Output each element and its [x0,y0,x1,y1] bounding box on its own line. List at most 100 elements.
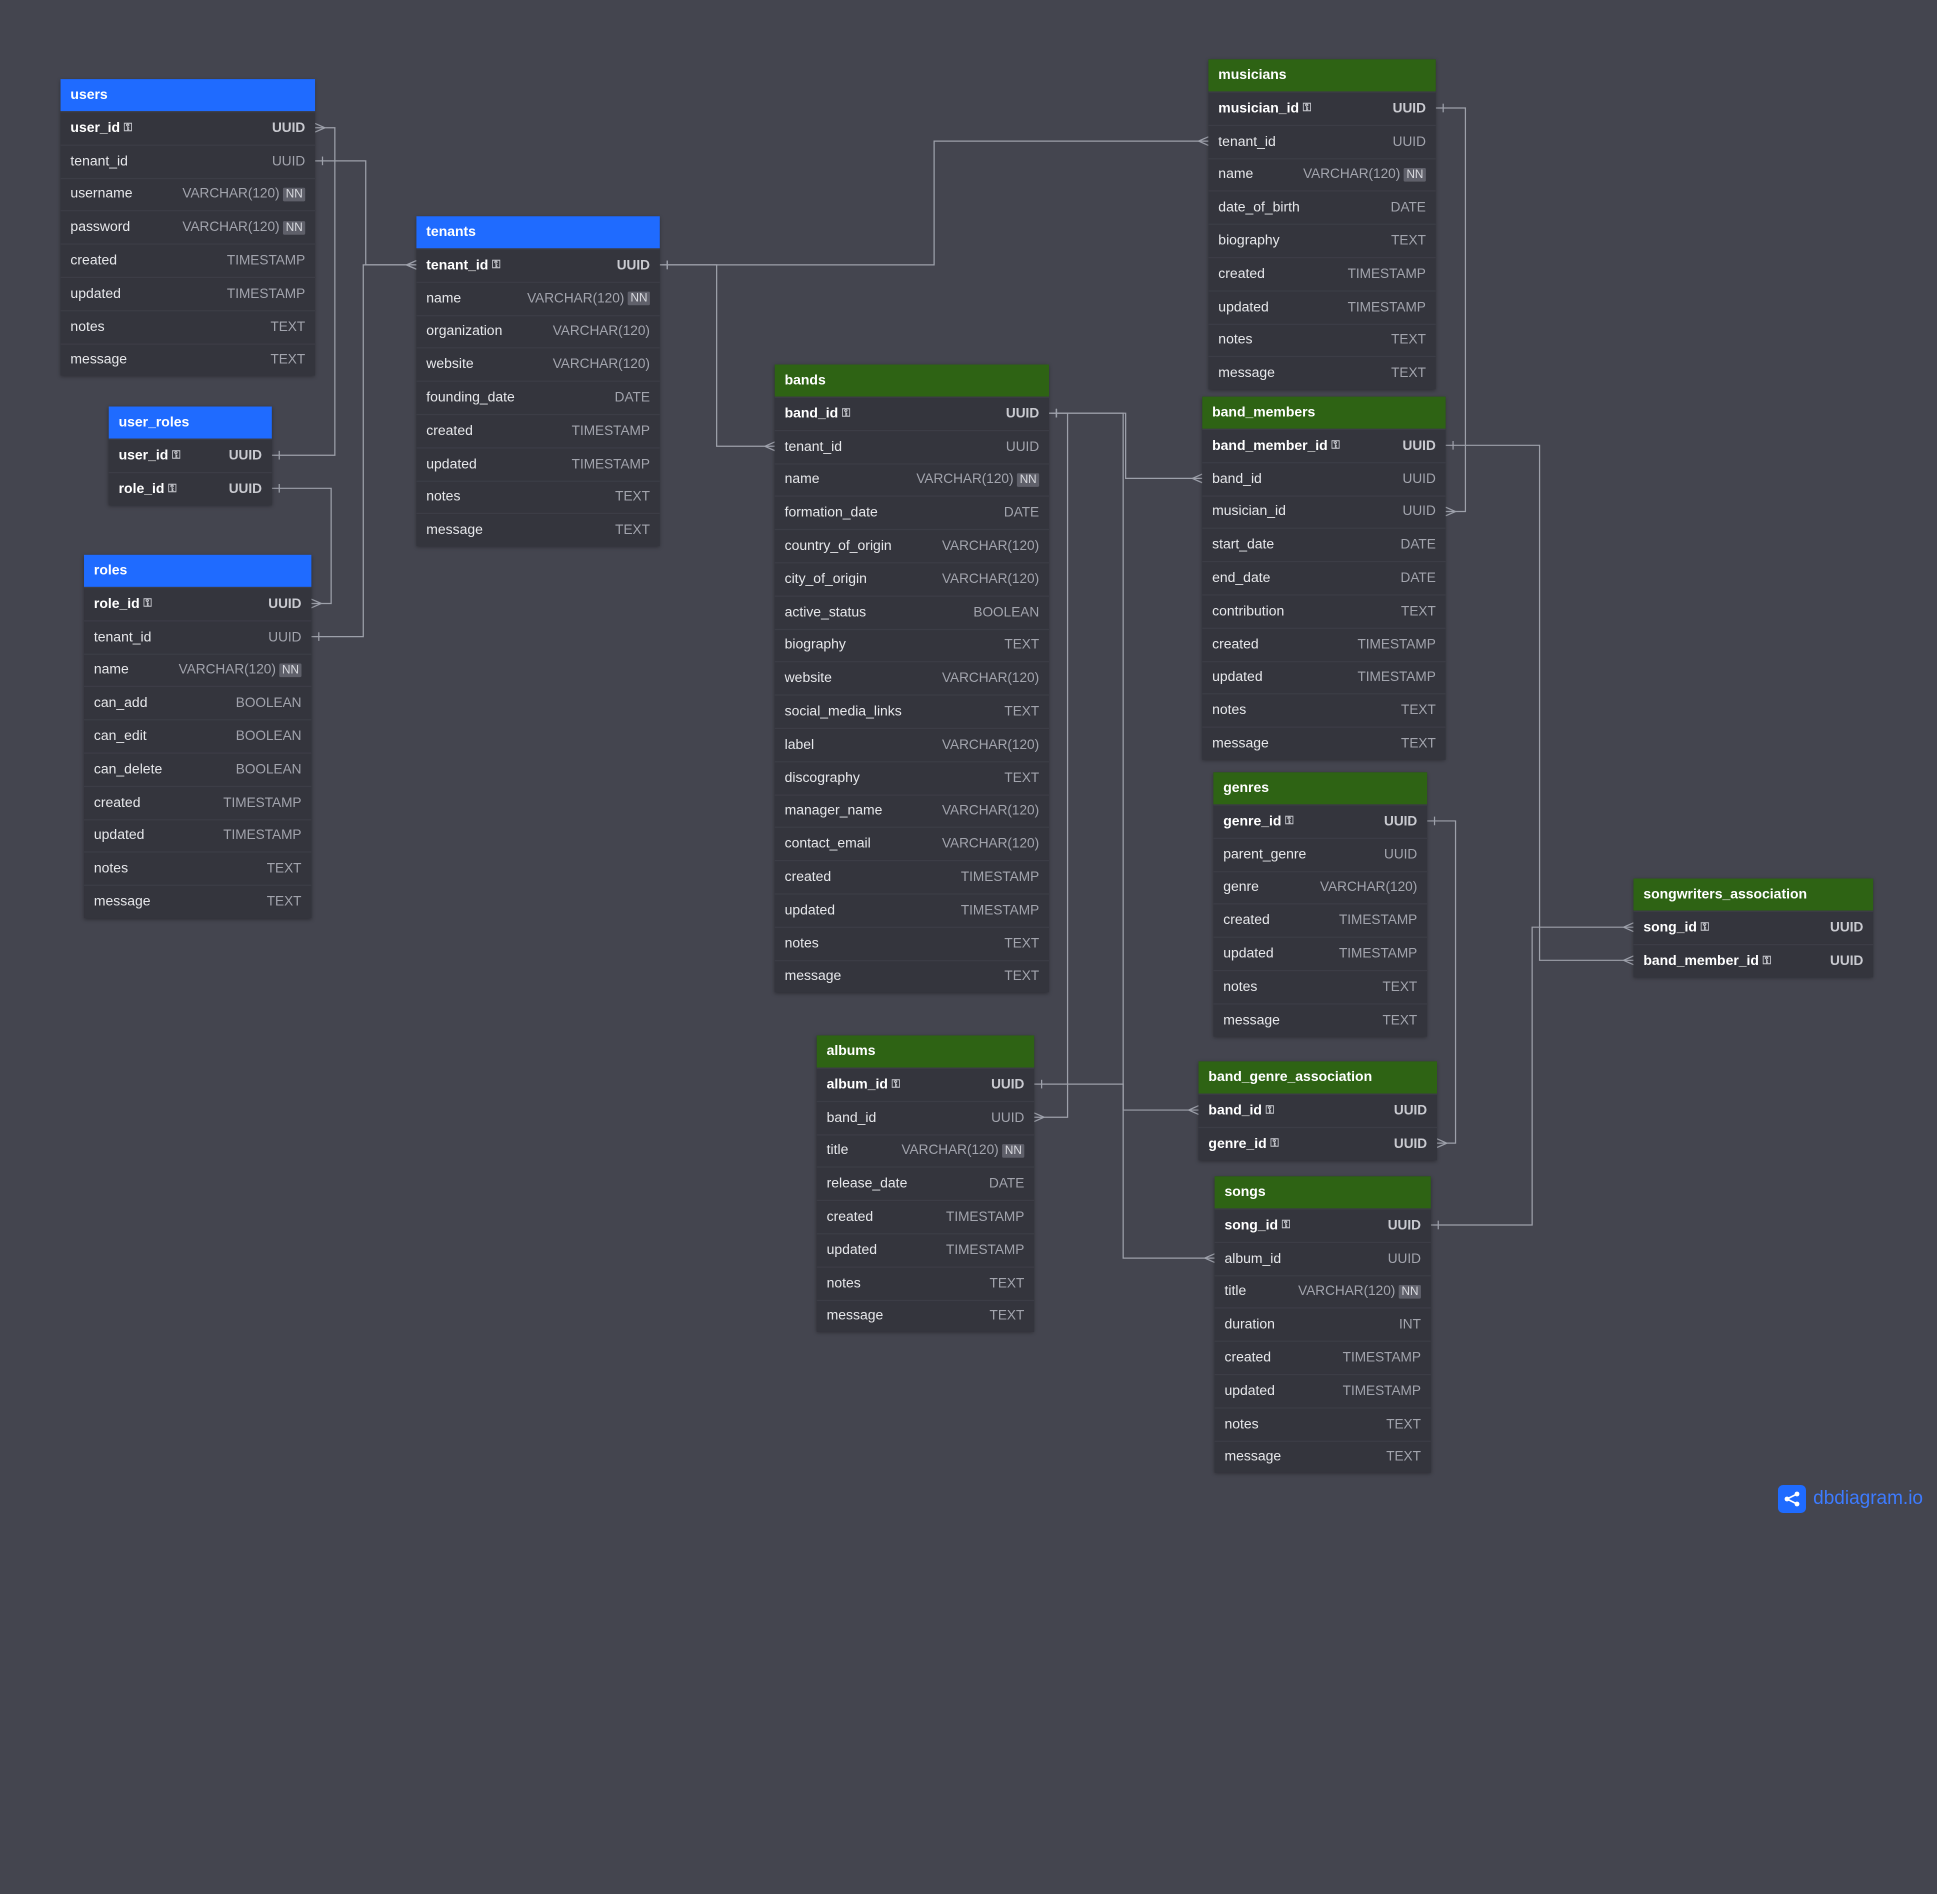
field-row[interactable]: tenant_id⚿UUID [416,248,660,281]
field-row[interactable]: band_member_id⚿UUID [1202,428,1446,462]
field-row[interactable]: genre_id⚿UUID [1198,1126,1438,1160]
field-row[interactable]: role_id⚿UUID [84,586,312,620]
table-header[interactable]: songs [1214,1176,1431,1209]
dbdiagram-brand[interactable]: dbdiagram.io [1778,1485,1923,1513]
table-header[interactable]: albums [816,1035,1035,1068]
field-row[interactable]: user_id⚿UUID [108,438,272,472]
table-header[interactable]: tenants [416,216,660,249]
table-header[interactable]: band_members [1202,396,1446,429]
field-row[interactable]: band_member_id⚿UUID [1633,943,1874,977]
relationship-line[interactable] [1034,1083,1215,1259]
table-header[interactable]: users [60,79,316,112]
relationship-line[interactable] [1049,412,1199,1111]
relationship-line[interactable] [659,140,1209,266]
field-row[interactable]: song_id⚿UUID [1214,1208,1431,1241]
table-header[interactable]: musicians [1208,59,1436,92]
table-header[interactable]: roles [84,554,312,587]
field-row[interactable]: album_id⚿UUID [816,1067,1035,1101]
relationship-line[interactable] [1049,412,1203,480]
field-row[interactable]: musician_id⚿UUID [1208,91,1436,124]
relationship-line[interactable] [1445,444,1634,961]
relationship-line[interactable] [311,264,417,638]
relationship-line[interactable] [315,160,417,266]
table-header[interactable]: user_roles [108,406,272,439]
field-row[interactable]: genre_id⚿UUID [1213,804,1428,837]
table-header[interactable]: songwriters_association [1633,878,1874,911]
